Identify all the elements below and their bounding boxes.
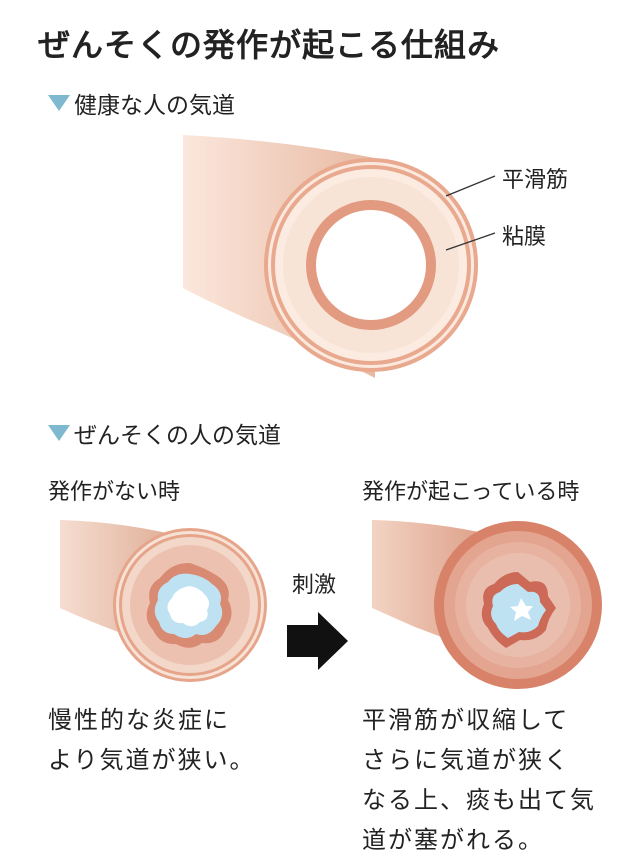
section-healthy-heading: 健康な人の気道: [48, 86, 235, 120]
section-asthma-heading: ぜんそくの人の気道: [48, 416, 281, 450]
subtitle-no-attack: 発作がない時: [48, 480, 181, 505]
blocked-lumen: [510, 598, 533, 621]
smooth-muscle-leader: [445, 175, 496, 197]
label-smooth-muscle: 平滑筋: [502, 168, 569, 193]
page-title: ぜんそくの発作が起こる仕組み: [38, 26, 501, 64]
triangle-bullet-icon: [48, 95, 70, 111]
mucosa-leader: [445, 232, 496, 251]
stimulus-label: 刺激: [292, 573, 337, 598]
subtitle-attack: 発作が起こっている時: [362, 480, 580, 505]
section-healthy-label: 健康な人の気道: [74, 93, 235, 119]
description-no-attack: 慢性的な炎症に より気道が狭い。: [48, 706, 256, 774]
airway-lumen: [316, 210, 426, 320]
narrowed-lumen: [167, 586, 210, 627]
description-attack: 平滑筋が収縮して さらに気道が狭く なる上、痰も出て気 道が塞がれる。: [362, 706, 596, 854]
label-mucosa: 粘膜: [502, 225, 547, 250]
triangle-bullet-icon: [48, 425, 70, 441]
section-asthma-label: ぜんそくの人の気道: [74, 423, 281, 449]
